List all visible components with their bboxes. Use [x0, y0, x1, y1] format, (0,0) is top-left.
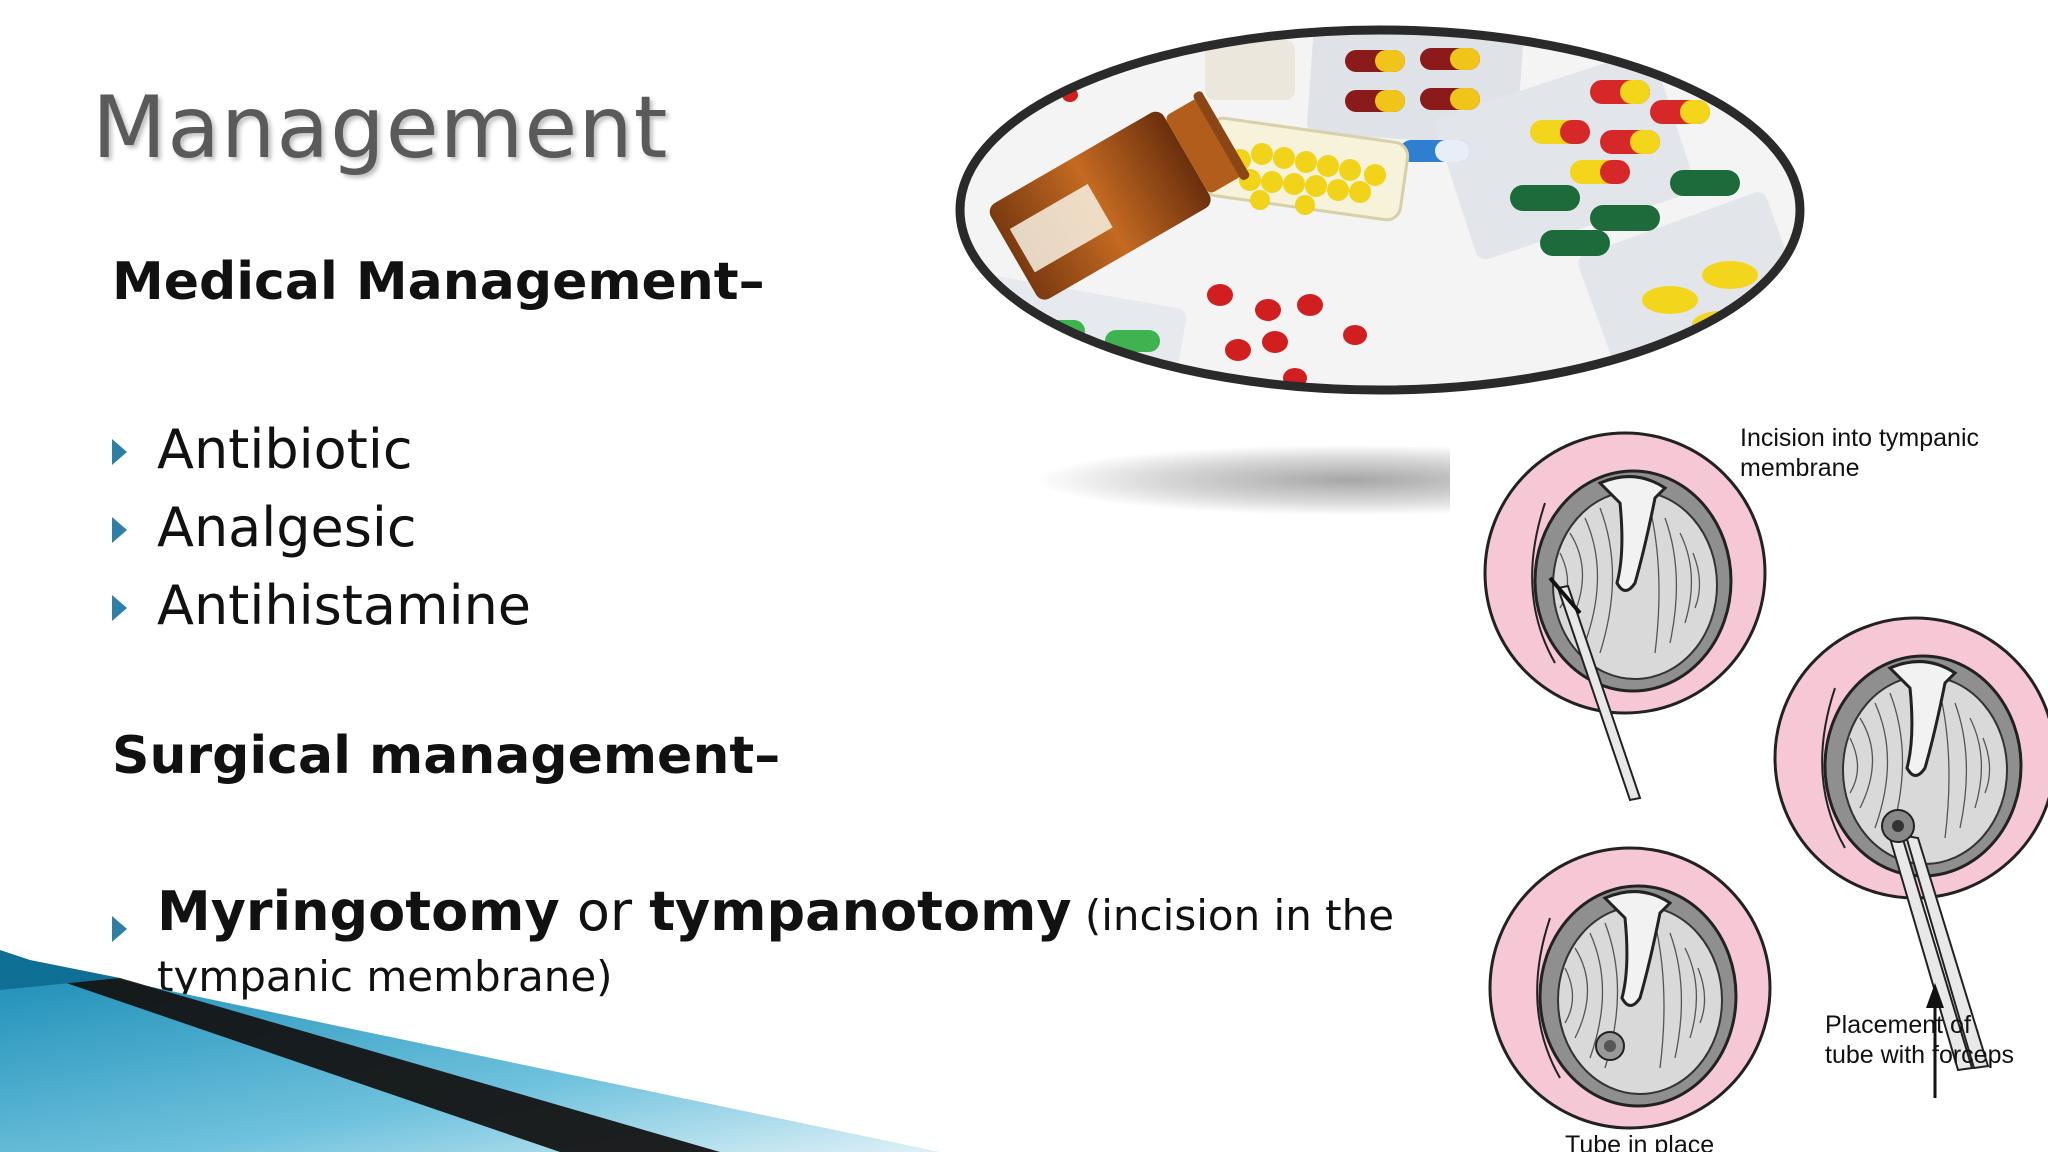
bullet-item-antihistamine: Antihistamine [112, 566, 531, 644]
slide-title: Management [92, 78, 669, 178]
bullet-arrow-icon [112, 517, 127, 543]
bullet-text: Antihistamine [157, 573, 532, 637]
label-tube-in-place: Tube in place [1565, 1131, 1715, 1152]
term-myringotomy: Myringotomy [157, 880, 560, 943]
bullet-arrow-icon [112, 595, 127, 621]
medication-pills-image [955, 25, 1805, 395]
decorative-swoosh [0, 950, 940, 1152]
medical-management-heading: Medical Management– [112, 252, 765, 312]
bullet-arrow-icon [112, 439, 127, 465]
label-incision-into-tympanic-membrane: Incision into tympanic membrane [1740, 424, 1980, 482]
term-definition-start: (incision in the [1071, 891, 1395, 940]
bullet-text: Antibiotic [157, 417, 413, 481]
surgical-management-heading: Surgical management– [112, 726, 781, 786]
surgical-item-line1: Myringotomy or tympanotomy (incision in … [157, 880, 1394, 943]
label-placement-of-tube: Placement of tube with forceps [1825, 1011, 2014, 1069]
bullet-arrow-icon [112, 916, 127, 942]
term-joiner: or [559, 880, 650, 943]
term-definition-end: tympanic membrane) [157, 952, 613, 1001]
bullet-text: Analgesic [157, 495, 417, 559]
term-tympanotomy: tympanotomy [649, 880, 1072, 943]
bullet-item-antibiotic: Antibiotic [112, 410, 531, 488]
medical-bullet-list: Antibiotic Analgesic Antihistamine [112, 410, 531, 644]
myringotomy-illustration [1450, 418, 2048, 1152]
bullet-item-analgesic: Analgesic [112, 488, 531, 566]
